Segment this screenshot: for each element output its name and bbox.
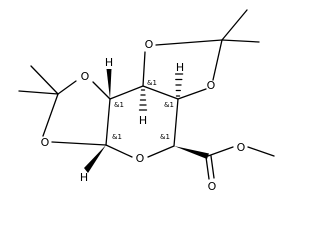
atom-o-dioxolane-upper: O xyxy=(81,70,90,83)
atom-o-acetonide-upper: O xyxy=(145,38,154,51)
wedge-c1-h xyxy=(84,145,106,173)
bond-cq2-methyl-b xyxy=(221,39,260,43)
wedge-c6-ester xyxy=(174,146,209,159)
bond-o-cq1 xyxy=(57,80,77,95)
bond-o-c5 xyxy=(177,88,207,100)
stereo-label-c5: &1 xyxy=(164,101,174,109)
atom-h-c4: H xyxy=(139,114,147,127)
bond-cq2-methyl-a xyxy=(221,9,248,41)
skeleton-bonds xyxy=(18,9,275,180)
atom-h-c5: H xyxy=(176,61,184,74)
bond-c4-c5 xyxy=(142,85,179,100)
stereo-label-c6: &1 xyxy=(160,133,170,141)
bond-c-o-double-2 xyxy=(205,156,210,180)
atom-h-c1: H xyxy=(80,171,88,184)
bond-cq1-methyl-b xyxy=(18,90,59,95)
atom-o-carbonyl: O xyxy=(208,180,217,193)
atom-labels: O O O O O O O H H H H xyxy=(41,38,246,193)
molecule-diagram: O O O O O O O H H H H &1 &1 &1 &1 &1 xyxy=(18,9,275,193)
bond-cq2-o xyxy=(212,39,223,81)
bond-o-c1 xyxy=(51,141,107,146)
atom-o-ring: O xyxy=(136,152,145,165)
molecule-structure: O O O O O O O H H H H &1 &1 &1 &1 &1 xyxy=(18,9,275,193)
stereo-descriptors: &1 &1 &1 &1 &1 xyxy=(112,79,174,141)
bond-c4-o xyxy=(142,51,146,87)
stereo-label-c1: &1 xyxy=(112,133,122,141)
bond-c6-oring xyxy=(147,145,175,158)
atom-o-dioxolane-lower: O xyxy=(41,136,50,149)
atom-h-c3: H xyxy=(105,56,113,69)
bond-c-o-double-1 xyxy=(210,155,215,179)
bond-c3-c1 xyxy=(105,98,111,146)
bond-c-oester xyxy=(207,146,234,157)
stereo-label-c4: &1 xyxy=(147,79,157,87)
stereo-hashes xyxy=(138,73,184,111)
wedge-c3-h xyxy=(106,69,112,99)
bond-c5-c6 xyxy=(173,98,179,147)
bond-cq1-methyl-a xyxy=(30,65,59,95)
bond-cq1-o xyxy=(42,93,59,137)
bond-c3-c4 xyxy=(109,85,144,100)
stereo-wedges xyxy=(84,69,209,173)
stereo-label-c3: &1 xyxy=(114,101,124,109)
atom-o-ester: O xyxy=(237,141,246,154)
bond-oester-methyl xyxy=(247,146,275,157)
bond-c3-o xyxy=(92,81,111,100)
bond-o-cq2 xyxy=(155,39,223,46)
bond-oring-c1 xyxy=(105,144,133,158)
atom-o-acetonide-lower: O xyxy=(207,79,216,92)
